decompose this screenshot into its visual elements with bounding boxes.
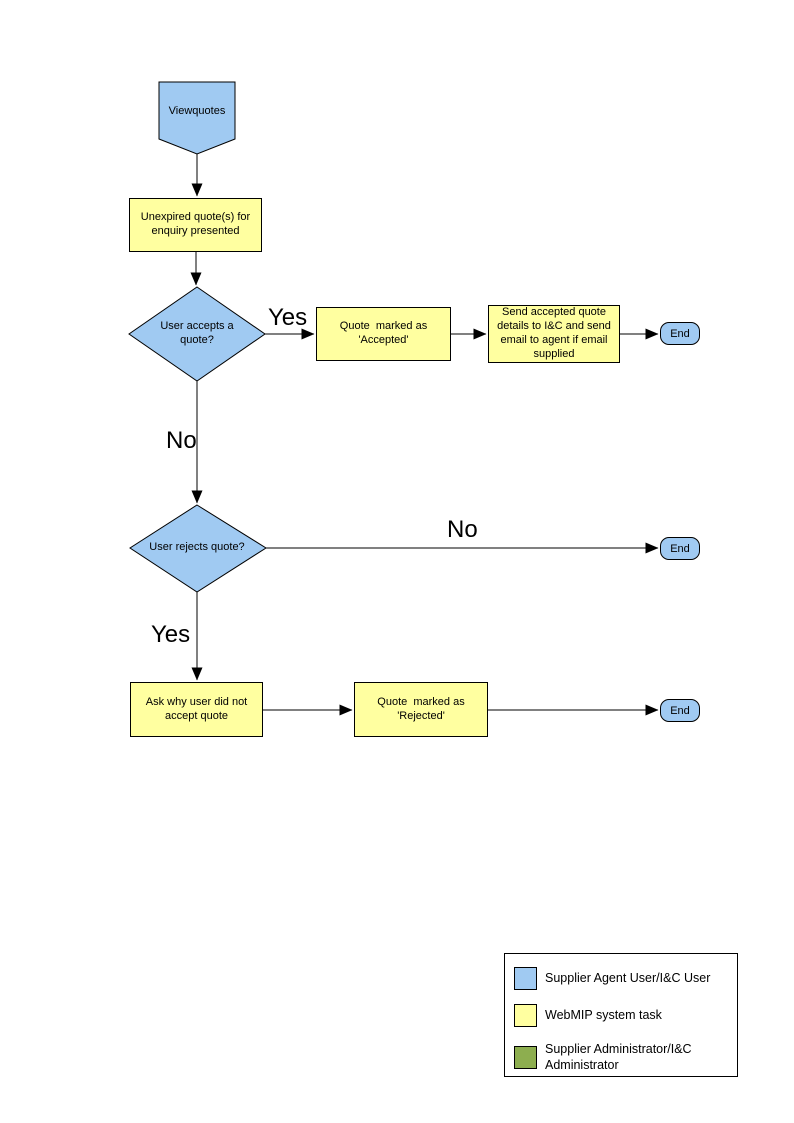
edge-label-accepts-no: No xyxy=(166,427,197,454)
terminator-end-no-reject: End xyxy=(660,537,700,560)
legend-label-administrator: Supplier Administrator/I&C Administrator xyxy=(545,1042,692,1073)
legend-item-agent-user: Supplier Agent User/I&C User xyxy=(514,967,733,990)
edge-label-rejects-yes: Yes xyxy=(151,621,191,648)
decision-user-rejects-label: User rejects quote? xyxy=(149,541,245,554)
process-unexpired-quotes: Unexpired quote(s) for enquiry presented xyxy=(129,198,262,252)
legend-item-system-task: WebMIP system task xyxy=(514,1004,733,1027)
start-pentagon-shape xyxy=(158,81,236,155)
process-quote-marked-accepted: Quote marked as 'Accepted' xyxy=(316,307,451,361)
legend-swatch-administrator xyxy=(514,1045,537,1069)
decision-user-accepts-label: User accepts a quote? xyxy=(160,320,234,346)
process-send-accepted-details: Send accepted quote details to I&C and s… xyxy=(488,305,620,363)
legend-label-system-task: WebMIP system task xyxy=(545,1008,662,1023)
edge-label-rejects-no: No xyxy=(447,516,478,543)
legend-item-administrator: Supplier Administrator/I&C Administrator xyxy=(514,1041,733,1074)
legend-swatch-agent-user xyxy=(514,967,537,990)
process-ask-why: Ask why user did not accept quote xyxy=(130,682,263,737)
legend: Supplier Agent User/I&C User WebMIP syst… xyxy=(504,953,738,1077)
start-pentagon-label: Viewquotes xyxy=(168,105,226,118)
edge-label-accepts-yes: Yes xyxy=(268,304,308,331)
legend-label-agent-user: Supplier Agent User/I&C User xyxy=(545,971,711,986)
terminator-end-rejected: End xyxy=(660,699,700,722)
terminator-end-accepted: End xyxy=(660,322,700,345)
legend-swatch-system-task xyxy=(514,1004,537,1027)
process-quote-marked-rejected: Quote marked as 'Rejected' xyxy=(354,682,488,737)
